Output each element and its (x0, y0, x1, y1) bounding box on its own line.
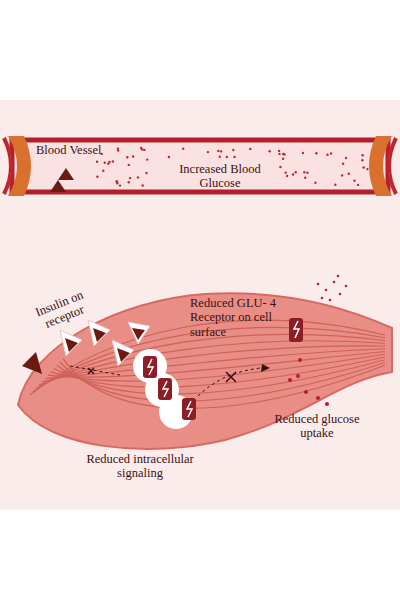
glucose-dots (288, 275, 347, 406)
vessel-end (389, 138, 396, 194)
insulin-receptors (22, 320, 150, 375)
label: Increased Blood Glucose (160, 162, 280, 191)
blood-vessel (12, 140, 388, 192)
label: Reduced GLU- 4 Receptor on cell surface (190, 296, 300, 339)
glut4-receptor (289, 318, 303, 342)
label: Reduced glucose uptake (262, 412, 372, 441)
vessel-end (4, 138, 11, 194)
insulin-triangle (58, 168, 74, 180)
insulin-triangle (50, 180, 66, 192)
label: Blood Vessel (36, 143, 126, 157)
background-panel (0, 100, 400, 510)
label: Reduced intracellular signaling (70, 452, 210, 481)
